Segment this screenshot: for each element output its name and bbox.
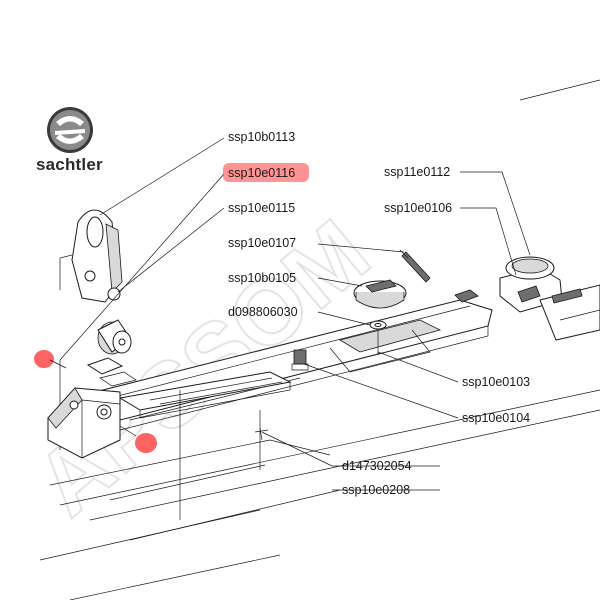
part-label-ssp10e0104: ssp10e0104 (462, 411, 530, 425)
center-hub (499, 256, 600, 341)
part-label-ssp10e0103: ssp10e0103 (462, 375, 530, 389)
leader-lines (59, 137, 531, 491)
part-label-ssp10e0107: ssp10e0107 (228, 236, 296, 250)
brand-name: sachtler (36, 155, 103, 174)
lower-rail (39, 389, 600, 600)
knob-assembly (353, 279, 407, 355)
highlighted-parts (34, 350, 157, 453)
part-labels: ssp10b0113 ssp10e0116 ssp10e0115 ssp11e0… (223, 130, 530, 497)
part-label-ssp11e0112: ssp11e0112 (384, 165, 450, 179)
detail-lines (254, 79, 600, 441)
part-label-ssp10e0116: ssp10e0116 (228, 166, 295, 180)
part-label-ssp10b0105: ssp10b0105 (228, 271, 296, 285)
tripod-spreader-drawing (39, 79, 600, 600)
end-block (47, 387, 121, 459)
threaded-bolt (291, 349, 309, 371)
roller (97, 319, 132, 355)
part-label-d147302054: d147302054 (342, 459, 412, 473)
screw-pin (399, 249, 431, 283)
part-label-ssp10e0208: ssp10e0208 (342, 483, 410, 497)
part-label-d098806030: d098806030 (228, 305, 298, 319)
hinge-bracket (59, 209, 123, 303)
sachtler-logo: sachtler (36, 107, 103, 174)
part-label-ssp10e0106: ssp10e0106 (384, 201, 452, 215)
highlighted-pin-left (34, 350, 67, 369)
highlight-marker (223, 163, 309, 182)
part-label-ssp10e0115: ssp10e0115 (228, 201, 295, 215)
clamp-plate (86, 357, 137, 387)
highlighted-pin-right (119, 425, 157, 453)
part-label-ssp10b0113: ssp10b0113 (228, 130, 295, 144)
